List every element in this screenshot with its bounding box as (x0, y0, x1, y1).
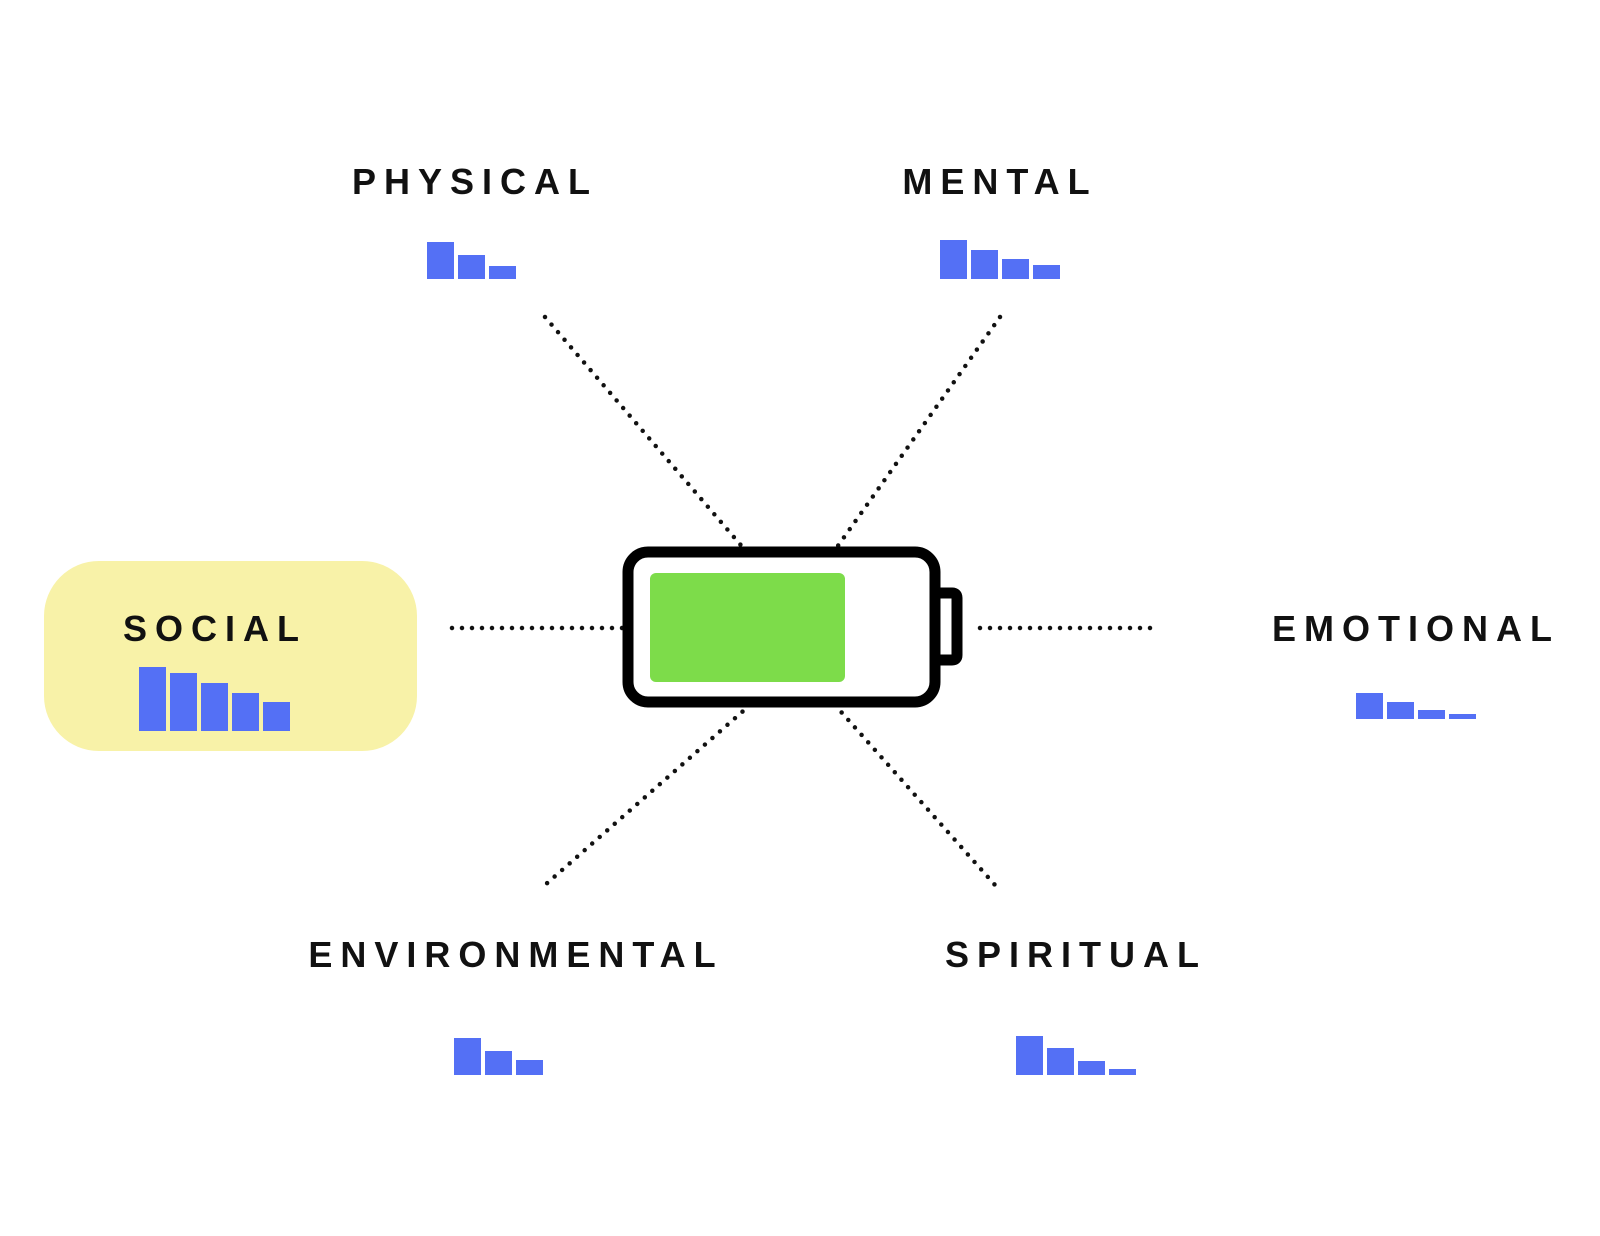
bar (454, 1038, 481, 1075)
bar (971, 250, 998, 279)
category-nodes: PHYSICAL MENTAL SOCIAL EMOTIONAL ENVIRONMENT… (44, 161, 1560, 1075)
bar (1047, 1048, 1074, 1075)
bar (232, 693, 259, 731)
bar-icon (139, 667, 290, 731)
bar (1033, 265, 1060, 279)
bar (427, 242, 454, 279)
bar (458, 255, 485, 279)
bar (170, 673, 197, 731)
bar-icon (454, 1038, 543, 1075)
bar-icon (940, 240, 1060, 279)
bar (139, 667, 166, 731)
connector-line (832, 702, 998, 888)
battery-terminal (935, 587, 963, 666)
node-label: SOCIAL (123, 608, 307, 649)
bar (1002, 259, 1029, 279)
bar-icon (1356, 693, 1476, 719)
bar (516, 1060, 543, 1075)
node-spiritual: SPIRITUAL (945, 934, 1207, 1075)
bar (1387, 702, 1414, 719)
node-label: MENTAL (902, 161, 1097, 202)
bar (1016, 1036, 1043, 1075)
node-label: SPIRITUAL (945, 934, 1207, 975)
node-social: SOCIAL (44, 561, 417, 751)
connector-line (542, 702, 753, 888)
connector-lines (449, 314, 1163, 888)
bar (201, 683, 228, 731)
connector-line (832, 314, 1003, 553)
bar (263, 702, 290, 731)
bar (1356, 693, 1383, 719)
connector-line (542, 314, 748, 553)
bar (1078, 1061, 1105, 1075)
bar-icon (427, 242, 516, 279)
battery-charge-fill (650, 573, 845, 682)
node-environmental: ENVIRONMENTAL (308, 934, 723, 1075)
battery-body (622, 546, 941, 708)
bar-icon (1016, 1036, 1136, 1075)
node-mental: MENTAL (902, 161, 1097, 279)
bar (489, 266, 516, 279)
node-emotional: EMOTIONAL (1272, 608, 1560, 719)
node-label: ENVIRONMENTAL (308, 934, 723, 975)
bar (485, 1051, 512, 1075)
bar (1109, 1069, 1136, 1075)
node-label: PHYSICAL (352, 161, 598, 202)
bar (1449, 714, 1476, 719)
battery-icon (622, 546, 963, 708)
node-physical: PHYSICAL (352, 161, 598, 279)
node-label: EMOTIONAL (1272, 608, 1560, 649)
bar (940, 240, 967, 279)
highlight-box (44, 561, 417, 751)
bar (1418, 710, 1445, 719)
